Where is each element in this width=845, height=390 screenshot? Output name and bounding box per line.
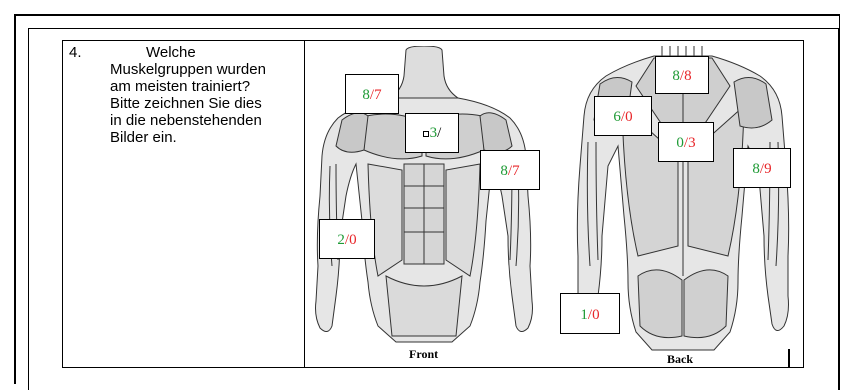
count-label-back-traps: 8/8 [655, 56, 709, 94]
question-line: Bilder ein. [110, 129, 300, 146]
count-first: 6 [613, 109, 621, 125]
front-caption: Front [409, 347, 438, 362]
count-first: 2 [337, 232, 345, 248]
count-second: 7 [512, 163, 520, 179]
checkbox-mark-icon [423, 131, 429, 137]
count-first: 8 [362, 87, 370, 103]
question-line: Bitte zeichnen Sie dies [110, 95, 300, 112]
question-line: am meisten trainiert? [110, 78, 300, 95]
count-second: 0 [625, 109, 633, 125]
count-first: 1 [580, 307, 588, 323]
count-label-back-shoulder: 6/0 [594, 96, 652, 136]
question-cell: 4. Welche Muskelgruppen wurden am meiste… [63, 41, 305, 367]
count-second: 9 [764, 161, 772, 177]
count-first: 8 [500, 163, 508, 179]
question-number: 4. [69, 44, 82, 61]
count-separator: / [437, 125, 441, 141]
count-second: 7 [374, 87, 382, 103]
count-first: 0 [676, 135, 684, 151]
count-first: 8 [752, 161, 760, 177]
count-label-front-arm: 8/7 [480, 150, 540, 190]
count-first: 8 [672, 68, 680, 84]
count-label-front-shoulder: 8/7 [345, 74, 399, 114]
count-second: 3 [688, 135, 696, 151]
question-text: Welche Muskelgruppen wurden am meisten t… [110, 44, 300, 146]
count-second: 0 [349, 232, 357, 248]
question-line: in die nebenstehenden [110, 112, 300, 129]
count-second: 0 [592, 307, 600, 323]
count-label-back-lower: 1/0 [560, 293, 620, 334]
question-line: Muskelgruppen wurden [110, 61, 300, 78]
text-cursor [788, 349, 790, 368]
count-label-back-arm: 8/9 [733, 148, 791, 188]
back-caption: Back [667, 352, 693, 367]
count-label-back-center: 0/3 [658, 122, 714, 162]
count-label-front-forearm: 2/0 [319, 219, 375, 259]
count-second: 8 [684, 68, 692, 84]
front-muscle-figure [306, 46, 542, 346]
question-line: Welche [110, 44, 300, 61]
count-label-front-chest: 3/ [405, 113, 459, 153]
